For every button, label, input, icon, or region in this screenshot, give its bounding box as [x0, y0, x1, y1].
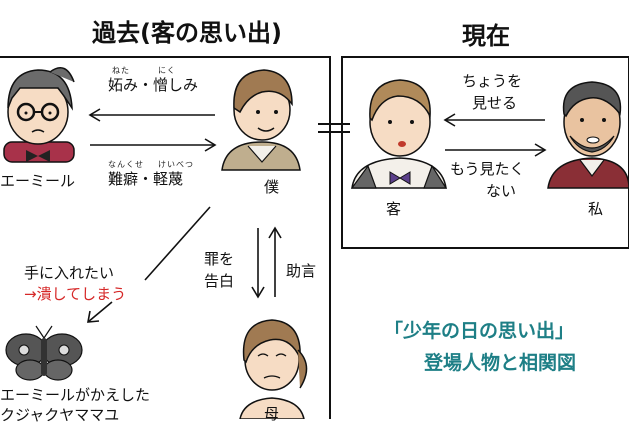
ruby-keibetsu: けいべつ	[158, 160, 194, 169]
label-show-1: ちょうを	[462, 72, 523, 90]
moth-illustration	[5, 325, 83, 381]
label-guest: 客	[386, 200, 402, 218]
label-crush: →潰してしまう	[24, 285, 127, 303]
present-frame	[341, 56, 629, 249]
guest-portrait	[350, 79, 448, 189]
label-want: 手に入れたい	[24, 264, 115, 282]
caption-title: 「少年の日の思い出」	[384, 320, 575, 342]
label-me: 私	[588, 200, 604, 218]
label-envy-hate: 妬み・憎しみ	[108, 76, 199, 94]
arrow-desire-line	[144, 206, 211, 281]
label-boku: 僕	[264, 178, 280, 196]
ruby-nankuse: なんくせ	[108, 160, 144, 169]
arrow-desire	[87, 301, 113, 323]
past-title: 過去(客の思い出)	[92, 19, 282, 47]
caption-subtitle: 登場人物と相関図	[424, 352, 577, 374]
past-frame	[0, 56, 331, 419]
label-refuse-1: もう見たく	[450, 160, 525, 178]
ruby-hate: にく	[158, 66, 176, 75]
label-refuse-2: ない	[486, 182, 517, 200]
label-advice: 助言	[286, 262, 317, 280]
ruby-envy: ねた	[112, 66, 130, 75]
label-moth-2: クジャクヤママユ	[0, 406, 120, 424]
label-mother: 母	[264, 405, 280, 423]
label-confess-2: 告白	[204, 272, 235, 290]
mother-portrait	[239, 319, 308, 419]
emil-portrait	[3, 67, 75, 163]
me-portrait	[547, 81, 629, 189]
label-criticism: 難癖・軽蔑	[108, 170, 184, 188]
label-show-2: 見せる	[472, 94, 518, 112]
label-moth-1: エーミールがかえした	[0, 386, 151, 404]
boku-portrait	[221, 69, 301, 171]
label-confess-1: 罪を	[204, 250, 235, 268]
present-title: 現在	[462, 22, 510, 50]
label-emil: エーミール	[0, 172, 76, 190]
